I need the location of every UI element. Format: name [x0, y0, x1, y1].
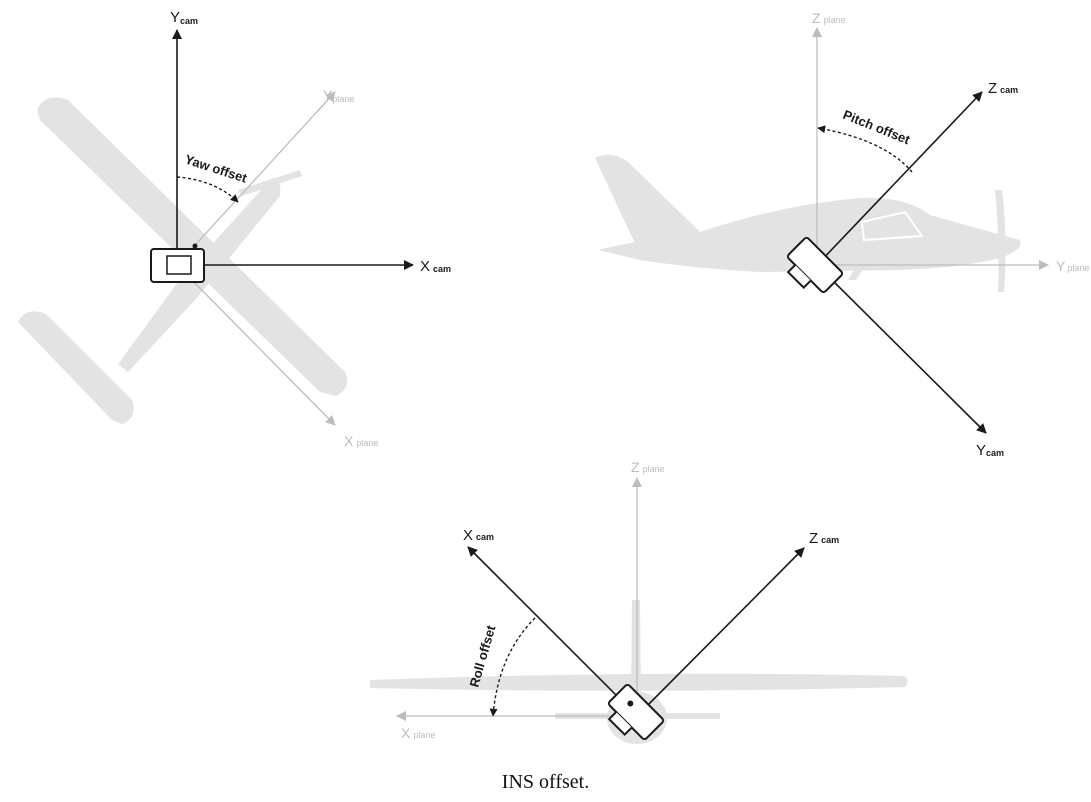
- z-cam-axis: [816, 91, 983, 266]
- x-cam-axis: [467, 546, 638, 717]
- figure-caption: INS offset.: [501, 771, 590, 793]
- plane-silhouette-side-view: [595, 154, 1021, 292]
- y-cam-label: Ycam: [976, 442, 1004, 459]
- camera-icon: [786, 236, 844, 294]
- cockpit-window: [860, 210, 924, 242]
- yaw-offset-arc: [176, 176, 239, 203]
- y-plane-label: Yplane: [323, 87, 354, 104]
- camera-icon: [150, 243, 205, 283]
- pitch-offset-arc: [817, 125, 913, 173]
- pitch-offset-label: Pitch offset: [841, 107, 913, 148]
- y-cam-axis: [816, 264, 987, 434]
- y-plane-axis: [176, 91, 336, 266]
- yaw-offset-label: Yaw offset: [183, 152, 249, 186]
- roll-offset-arc: [489, 617, 536, 717]
- y-cam-label: Ycam: [170, 9, 198, 26]
- x-plane-axis: [176, 264, 336, 426]
- z-cam-axis: [636, 547, 805, 717]
- camera-icon: [607, 683, 665, 741]
